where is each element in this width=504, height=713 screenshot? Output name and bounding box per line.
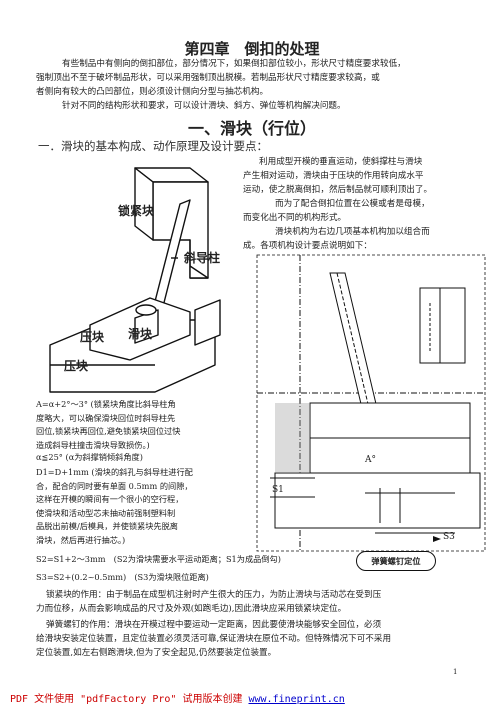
principle-line: 利用成型开模的垂直运动，使斜撑柱与滑块: [259, 157, 423, 167]
principle-line: 成。各项机构设计要点说明如下：: [243, 241, 372, 251]
footer-link[interactable]: www.fineprint.cn: [248, 694, 345, 705]
lock-line: 力而位移，从而会影响成品的尺寸及外观(如跑毛边),因此滑块应采用锁紧块定位。: [36, 604, 347, 614]
slider-isometric-figure: [49, 167, 221, 393]
intro-paragraph: 有些制品中有侧向的倒扣部位，部分情况下，如果倒扣部位较小，形状尺寸精度要求较低，…: [36, 57, 476, 113]
label-lock-block: 锁紧块: [118, 204, 155, 218]
intro-line: 有些制品中有侧向的倒扣部位，部分情况下，如果倒扣部位较小，形状尺寸精度要求较低，: [62, 59, 406, 69]
lock-block-paragraph: 锁紧块的作用：由于制品在成型机注射时产生很大的压力，为防止滑块与活动芯在受到压 …: [36, 588, 480, 616]
slider-section-drawing: [256, 254, 486, 552]
pdf-footer: PDF 文件使用 "pdfFactory Pro" 试用版本创建 www.fin…: [10, 690, 345, 705]
principle-line: 滑块机构为右边几项基本机构加以组合而: [275, 227, 430, 237]
design-line: 使滑块和活动型芯未抽动前强制塑料制: [36, 507, 176, 518]
spring-line: 给滑块安装定位装置，且定位装置必须灵活可靠,保证滑块在原位不动。但特殊情况下可不…: [36, 634, 392, 644]
design-point-s2: S2=S1+2～3mm (S2为滑块需要水平运动距离；S1为成品倒勾): [36, 554, 281, 564]
design-point-alpha: α≦25° (α为斜撑销倾斜角度): [36, 452, 143, 462]
spring-screw-callout: 弹簧螺钉定位: [356, 551, 436, 571]
label-s3: S3: [443, 532, 455, 542]
design-point-a: A=α+2°～3° (锁紧块角度比斜导柱角 度略大，可以确保滑块回位时斜导柱先 …: [36, 398, 256, 452]
principle-line: 产生相对运动，滑块由于压块的作用转向成水平: [243, 171, 424, 181]
design-point-d: D1=D+1mm (滑块的斜孔与斜导柱进行配 合，配合的同时要有单面 0.5mm…: [36, 466, 256, 547]
page-title: 第四章 倒扣的处理: [184, 40, 320, 58]
label-s1: S1: [272, 485, 284, 495]
label-press-block-upper: 压块: [80, 330, 105, 344]
design-line: 回位,锁紧块再回位,避免锁紧块回位过快: [36, 426, 181, 436]
spring-line: 弹簧螺钉的作用：滑块在开模过程中要运动一定距离，因此要使滑块能够安全回位，必须: [46, 620, 382, 630]
section-title: 一、滑块（行位）: [187, 119, 316, 138]
design-point-s3: S3=S2+(0.2~0.5mm) (S3为滑块限位距离): [36, 572, 209, 582]
spring-screw-paragraph: 弹簧螺钉的作用：滑块在开模过程中要运动一定距离，因此要使滑块能够安全回位，必须 …: [36, 618, 480, 660]
design-line: D1=D+1mm (滑块的斜孔与斜导柱进行配: [36, 467, 193, 477]
design-line: 滑块，然后再进行抽芯。): [36, 534, 126, 545]
label-press-block-lower: 压块: [64, 359, 89, 373]
design-line: 品脱出前模/后模具，并使锁紧块先脱离: [36, 521, 178, 531]
spring-line: 定位装置,如左右侧跑滑块,但为了安全起见,仍然要装定位装置。: [36, 648, 277, 658]
principle-paragraph: 利用成型开模的垂直运动，使斜撑柱与滑块 产生相对运动，滑块由于压块的作用转向成水…: [243, 155, 483, 253]
design-line: 合，配合的同时要有单面 0.5mm 的间隙，: [36, 480, 193, 491]
principle-line: 运动，使之脱离倒扣，然后制品就可顺利顶出了。: [243, 185, 433, 195]
design-line: 造成斜导柱撞击滑块导致损伤。): [36, 439, 150, 450]
label-angle-pin: 斜导柱: [184, 251, 221, 265]
design-line: A=α+2°～3° (锁紧块角度比斜导柱角: [36, 399, 176, 409]
footer-text: PDF 文件使用 "pdfFactory Pro" 试用版本创建: [10, 694, 249, 705]
label-alpha: A°: [365, 455, 376, 465]
page-number: 1: [453, 668, 458, 676]
intro-line: 强制顶出不至于破坏制品形状，可以采用强制顶出脱模。若制品形状尺寸精度要求较高，或: [36, 73, 380, 83]
lock-line: 锁紧块的作用：由于制品在成型机注射时产生很大的压力，为防止滑块与活动芯在受到压: [46, 590, 382, 600]
principle-line: 而为了配合倒扣位置在公模或者是母模，: [275, 199, 430, 209]
design-line: 这样在开模的瞬间有一个很小的空行程，: [36, 494, 184, 504]
intro-line: 针对不同的结构形状和要求，可以设计滑块、斜方、弹位等机构解决问题。: [62, 101, 346, 111]
subsection-title: 一．滑块的基本构成、动作原理及设计要点：: [38, 139, 268, 153]
label-slider: 滑块: [128, 327, 153, 341]
principle-line: 而变化出不同的机构形式。: [243, 213, 347, 223]
design-line: 度略大，可以确保滑块回位时斜导柱先: [36, 412, 176, 423]
intro-line: 者侧向有较大的凸凹部位，则必须设计侧向分型与抽芯机构。: [36, 87, 269, 97]
